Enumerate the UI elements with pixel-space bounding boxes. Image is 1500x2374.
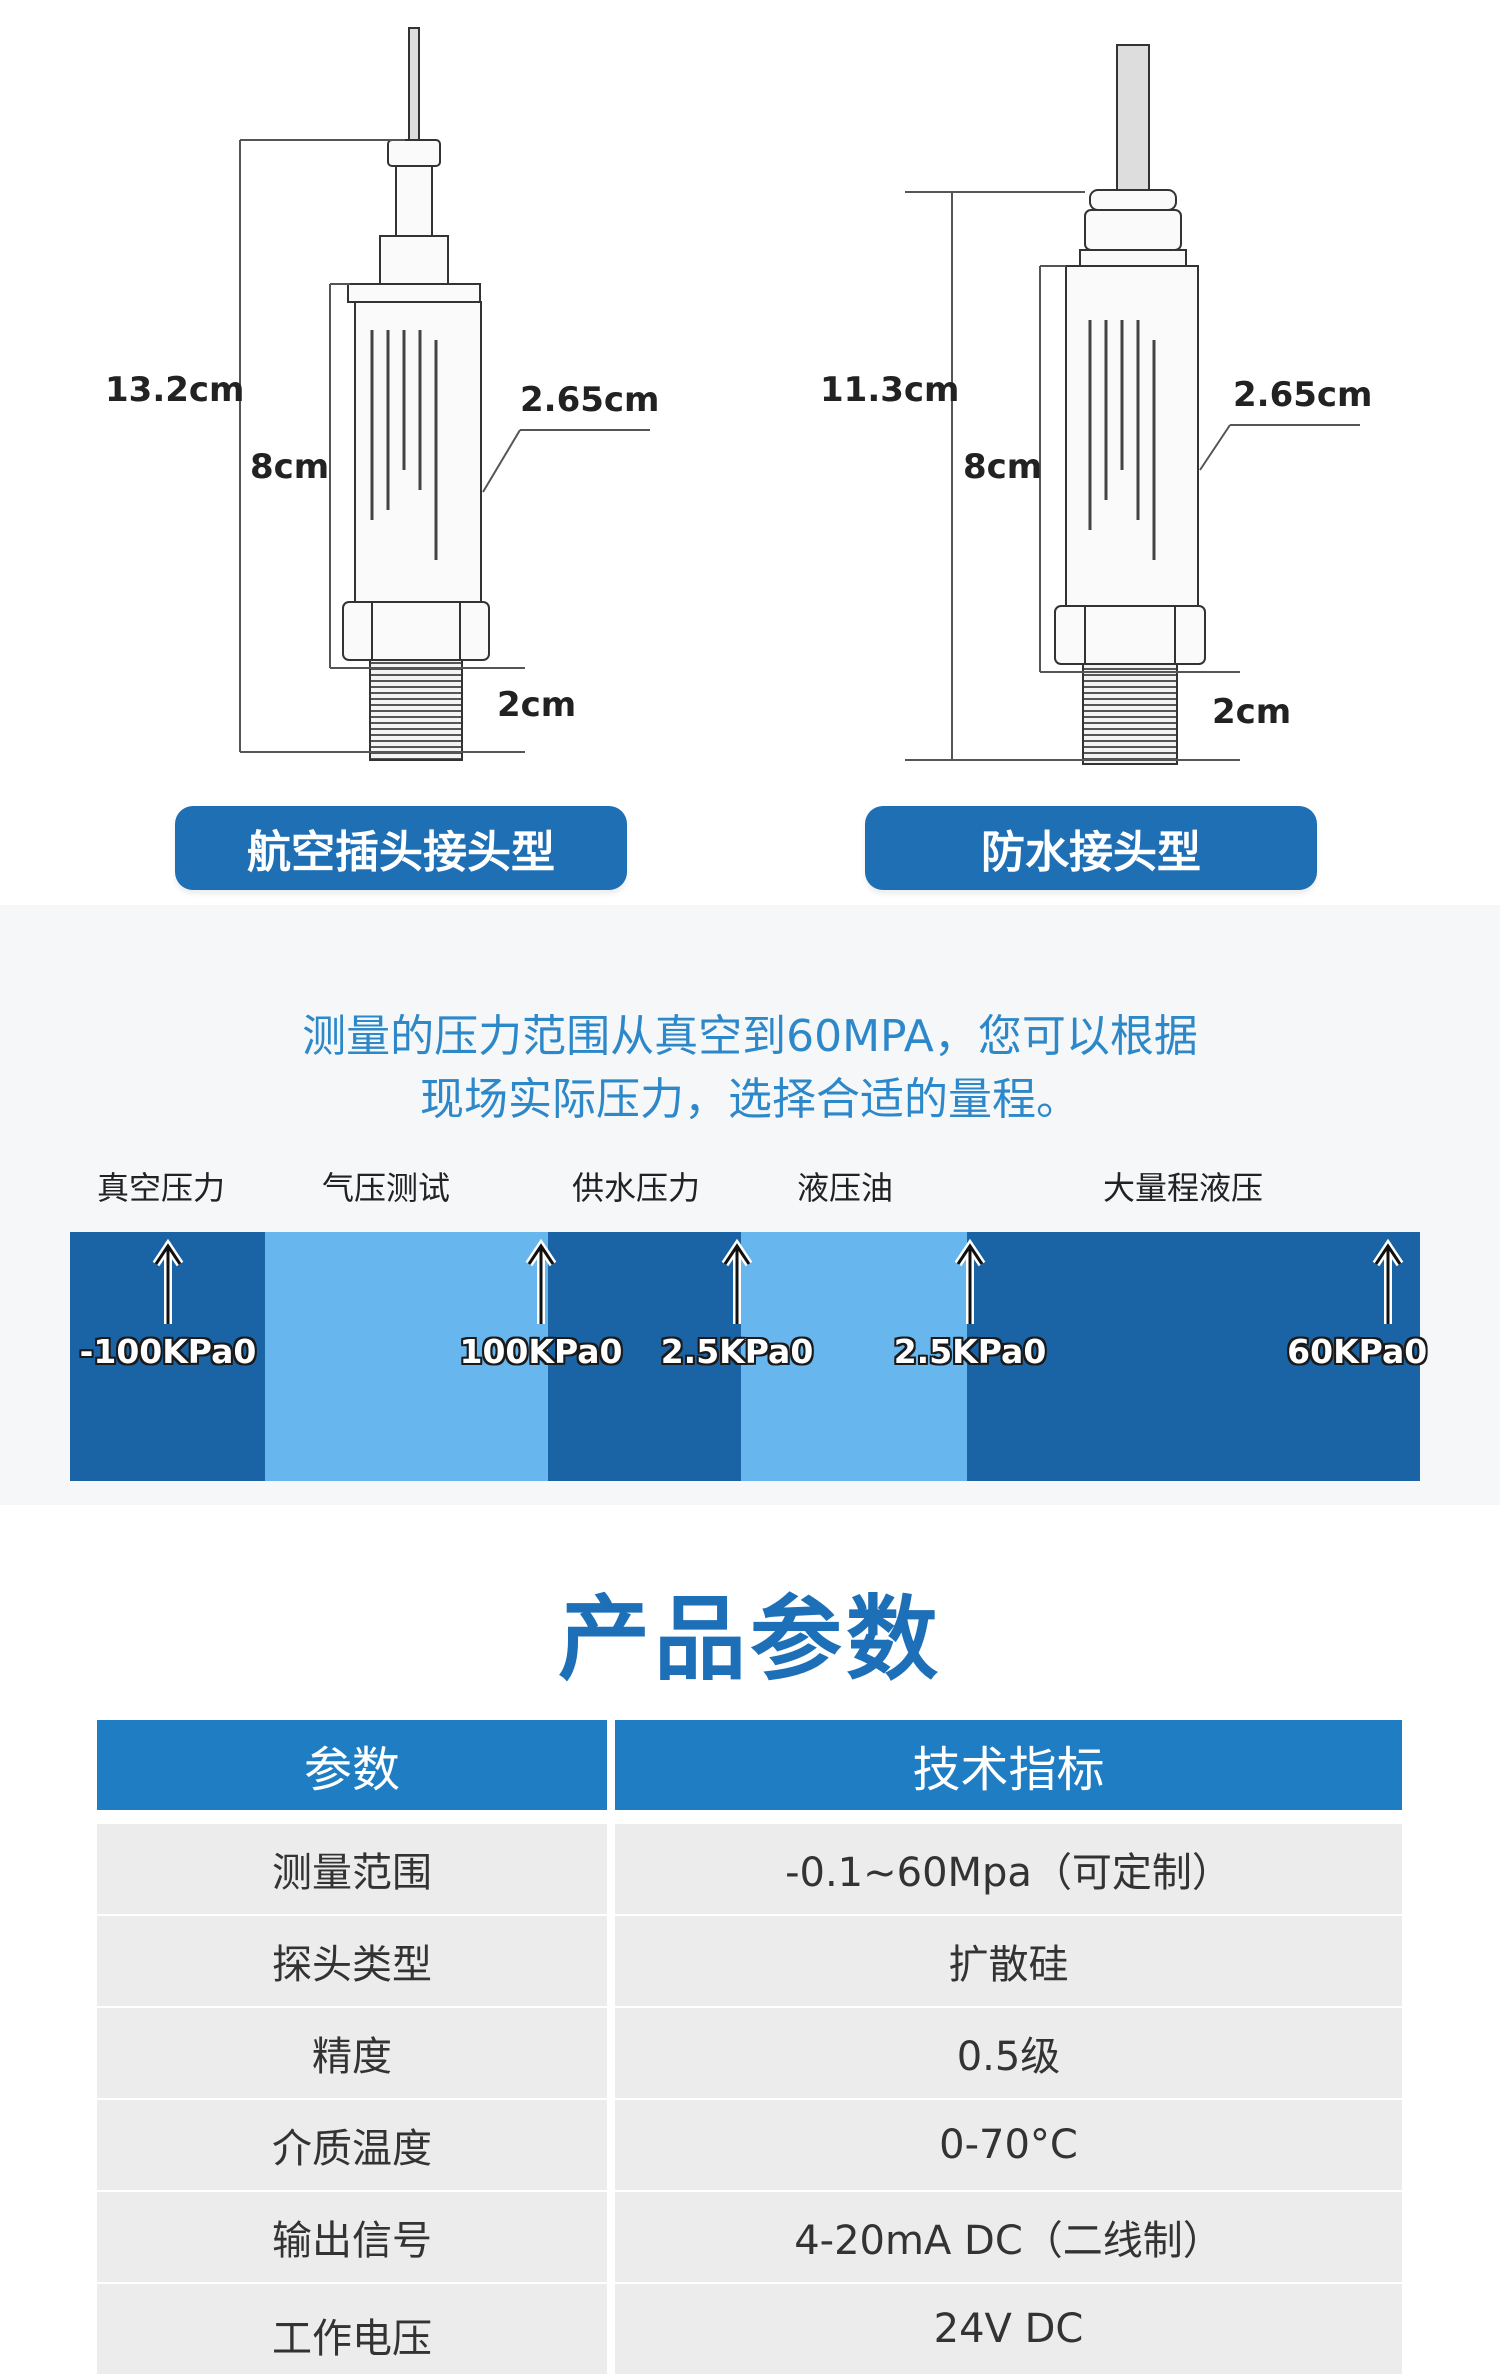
param-name: 介质温度	[97, 2100, 607, 2190]
param-name: 测量范围	[97, 1824, 607, 1914]
dim-body-height: 8cm	[963, 447, 1043, 487]
product-drawings: 13.2cm 8cm 2.65cm 2cm 11.3cm 8cm 2.65cm …	[0, 0, 1500, 900]
category-vacuum: 真空压力	[97, 1169, 226, 1207]
category-hydraulic-oil: 液压油	[797, 1169, 894, 1207]
param-value: 0-70°C	[615, 2100, 1402, 2190]
marker-label: 60KPa0	[1287, 1332, 1428, 1371]
param-name: 输出信号	[97, 2192, 607, 2282]
dimension-drawings	[239, 27, 1360, 765]
param-value: 0.5级	[615, 2008, 1402, 2098]
param-name: 探头类型	[97, 1916, 607, 2006]
param-name: 工作电压	[97, 2284, 607, 2374]
up-arrow-icon	[721, 1238, 753, 1324]
table-row: 测量范围 -0.1~60Mpa（可定制）	[97, 1824, 1402, 1914]
marker-label: -100KPa0	[79, 1332, 257, 1371]
dim-total-height: 13.2cm	[105, 370, 245, 410]
sensor-waterproof-drawing	[905, 44, 1360, 765]
range-band-high-range	[967, 1232, 1420, 1481]
range-band-air-test	[265, 1232, 548, 1481]
table-row: 探头类型 扩散硅	[97, 1916, 1402, 2006]
up-arrow-icon	[152, 1238, 184, 1324]
param-value: 4-20mA DC（二线制）	[615, 2192, 1402, 2282]
range-band-water-supply	[548, 1232, 741, 1481]
range-band-hydraulic-oil	[741, 1232, 967, 1481]
dim-diameter: 2.65cm	[1233, 375, 1373, 415]
dim-thread-length: 2cm	[1212, 692, 1292, 732]
aviation-plug-type-button[interactable]: 航空插头接头型	[175, 806, 627, 890]
up-arrow-icon	[525, 1238, 557, 1324]
category-high-range-hydraulic: 大量程液压	[1103, 1169, 1264, 1207]
table-row: 工作电压 24V DC	[97, 2284, 1402, 2374]
dim-thread-length: 2cm	[497, 685, 577, 725]
waterproof-type-button[interactable]: 防水接头型	[865, 806, 1317, 890]
category-water-supply: 供水压力	[572, 1169, 701, 1207]
param-value: 24V DC	[615, 2284, 1402, 2374]
range-intro-line-1: 测量的压力范围从真空到60MPA，您可以根据	[302, 1011, 1198, 1062]
marker-label: 2.5KPa0	[893, 1332, 1047, 1371]
table-row: 输出信号 4-20mA DC（二线制）	[97, 2192, 1402, 2282]
param-value: -0.1~60Mpa（可定制）	[615, 1824, 1402, 1914]
params-section-title: 产品参数	[557, 1586, 942, 1693]
up-arrow-icon	[1372, 1238, 1404, 1324]
header-param: 参数	[97, 1720, 607, 1810]
category-air-test: 气压测试	[322, 1169, 451, 1207]
marker-label: 2.5KPa0	[660, 1332, 814, 1371]
table-row: 介质温度 0-70°C	[97, 2100, 1402, 2190]
param-name: 精度	[97, 2008, 607, 2098]
marker-label: 100KPa0	[459, 1332, 623, 1371]
dim-total-height: 11.3cm	[820, 370, 960, 410]
table-header-row: 参数 技术指标	[97, 1720, 1402, 1810]
table-row: 精度 0.5级	[97, 2008, 1402, 2098]
dim-body-height: 8cm	[250, 447, 330, 487]
header-spec: 技术指标	[615, 1720, 1402, 1810]
param-value: 扩散硅	[615, 1916, 1402, 2006]
up-arrow-icon	[954, 1238, 986, 1324]
sensor-aviation-plug-drawing	[239, 27, 650, 761]
range-intro-line-2: 现场实际压力，选择合适的量程。	[420, 1074, 1080, 1125]
dim-diameter: 2.65cm	[520, 380, 660, 420]
